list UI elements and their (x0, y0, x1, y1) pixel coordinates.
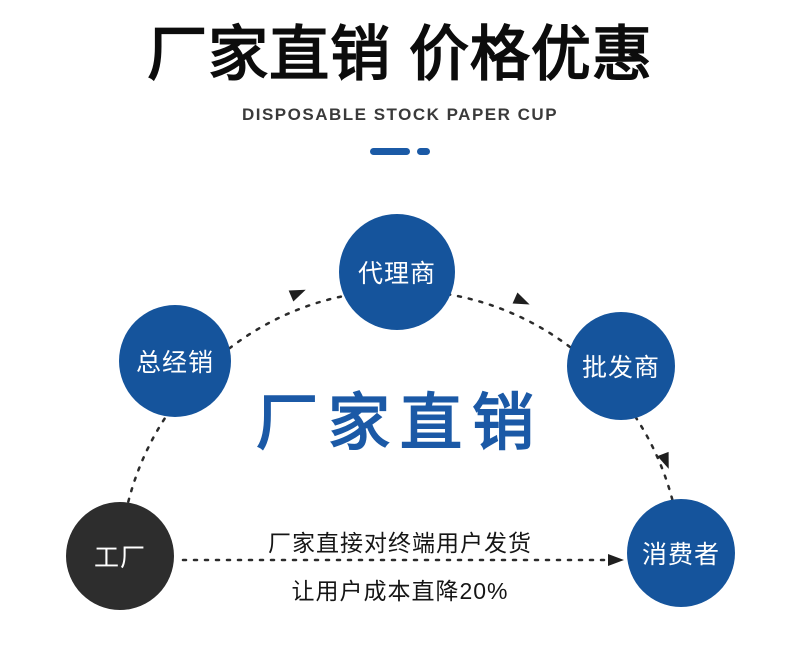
node-distributor-label: 总经销 (135, 349, 214, 377)
node-consumer-label: 消费者 (641, 541, 720, 569)
node-factory-label: 工厂 (93, 544, 146, 572)
node-wholesaler: 批发商 (567, 312, 675, 420)
node-factory: 工厂 (66, 502, 174, 610)
title-divider (0, 148, 800, 155)
note-line-1: 厂家直接对终端用户发货 (268, 530, 532, 556)
center-label: 厂家直销 (255, 389, 544, 458)
node-distributor: 总经销 (119, 305, 231, 417)
note-line-2: 让用户成本直降20% (291, 578, 509, 604)
node-wholesaler-label: 批发商 (581, 354, 660, 382)
node-agent: 代理商 (339, 214, 455, 330)
divider-bar-long-icon (370, 148, 410, 155)
page-subtitle: DISPOSABLE STOCK PAPER CUP (241, 105, 559, 124)
arrow-down-right-icon (512, 292, 530, 305)
arrow-right-icon (608, 554, 624, 566)
node-agent-label: 代理商 (357, 260, 436, 288)
page-title: 厂家直销 价格优惠 (147, 21, 653, 88)
arrow-down-icon (657, 451, 669, 469)
dashed-arc-path (118, 288, 683, 558)
divider-bar-short-icon (417, 148, 430, 155)
node-consumer: 消费者 (627, 499, 735, 607)
arrow-up-right-icon (288, 289, 306, 302)
